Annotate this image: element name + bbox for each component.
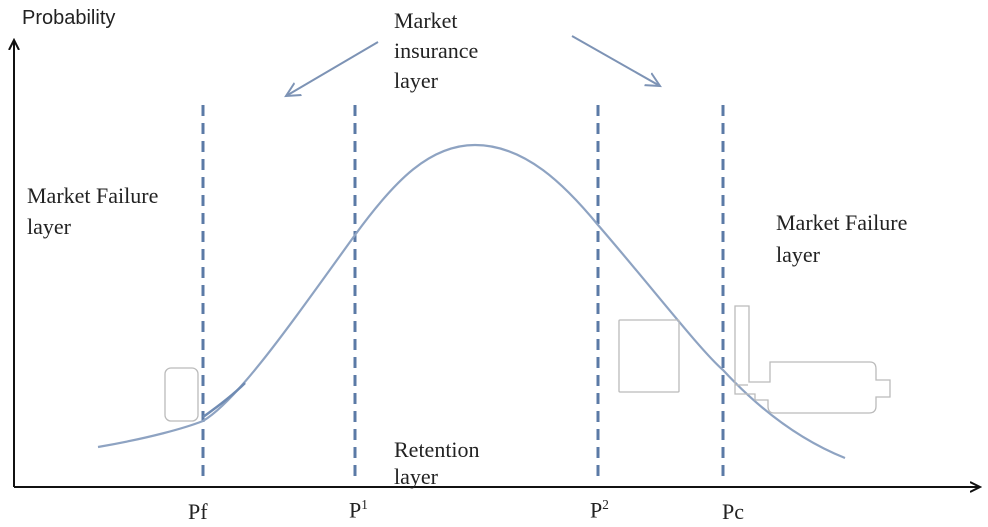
- tick-label-p2-sup: 2: [602, 497, 609, 512]
- right-market-failure-line-1: Market Failure: [776, 210, 908, 235]
- tick-label-pf: Pf: [188, 499, 208, 524]
- market-insurance-line-2: insurance: [394, 38, 479, 63]
- right-market-failure-line-2: layer: [776, 242, 820, 267]
- left-market-failure-line-1: Market Failure: [27, 183, 159, 208]
- tick-label-p1-base: P: [349, 497, 362, 523]
- tick-label-p1: P1: [349, 496, 368, 525]
- curve-highlight: [202, 382, 246, 419]
- y-axis-label: Probability: [22, 7, 116, 29]
- retention-layer-line-1: Retention: [394, 437, 480, 462]
- retention-layer-label: Retention layer: [394, 436, 480, 490]
- left-market-failure-line-2: layer: [27, 214, 71, 239]
- left-market-failure-label: Market Failure layer: [27, 180, 158, 242]
- market-insurance-layer-label: Market insurance layer: [394, 6, 478, 96]
- retention-layer-line-2: layer: [394, 464, 438, 489]
- tick-label-pc: Pc: [722, 499, 744, 524]
- market-insurance-line-1: Market: [394, 8, 458, 33]
- right-market-failure-label: Market Failure layer: [776, 207, 907, 271]
- right-outline-shape: [734, 305, 891, 414]
- probability-curve: [97, 143, 846, 460]
- left-pointer-arrow: [286, 41, 379, 96]
- market-insurance-line-3: layer: [394, 68, 438, 93]
- tick-label-p2: P2: [590, 496, 609, 525]
- right-outline-box: [618, 319, 680, 393]
- tick-label-p2-base: P: [590, 497, 603, 523]
- right-pointer-arrow: [571, 35, 660, 86]
- tick-label-p1-sup: 1: [361, 497, 368, 512]
- left-outline-box: [164, 367, 199, 422]
